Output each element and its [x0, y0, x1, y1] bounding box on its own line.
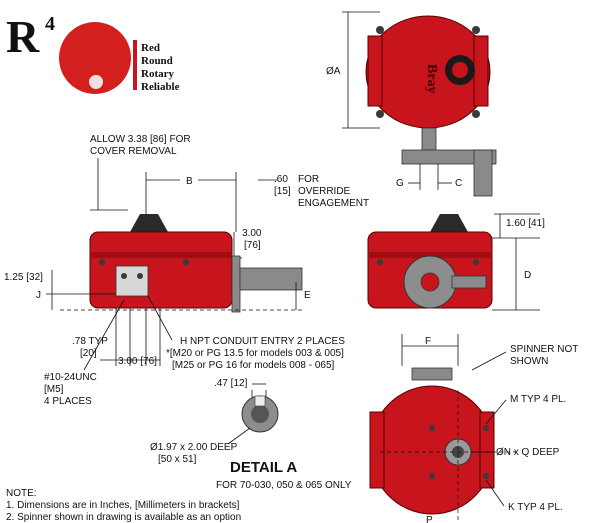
side-indicator-cap: [430, 214, 468, 232]
note-1: 1. Dimensions are in Inches, [Millimeter…: [6, 500, 240, 511]
dim-20-value: [20]: [80, 348, 97, 359]
notes: NOTE: 1. Dimensions are in Inches, [Mill…: [6, 488, 241, 523]
dim-125-label: 1.25 [32]: [4, 272, 43, 283]
logo-disc-dot: [89, 75, 103, 89]
allow-cover-text-2: COVER REMOVAL: [90, 146, 177, 157]
spinner-text-1: SPINNER NOT: [510, 344, 578, 355]
dim-b-label: B: [186, 176, 193, 187]
conduit-plate: [115, 265, 149, 297]
r4-logo: R 4 Red Round Rotary Reliable: [6, 11, 180, 94]
dim-j-label: J: [36, 290, 41, 301]
front-view: ALLOW 3.38 [86] FOR COVER REMOVAL B .60 …: [4, 134, 369, 407]
bottom-view: F SPINNER NOT SHOWN M TYP 4 PL. ØN x Q D…: [369, 334, 578, 523]
unc-text-2: [M5]: [44, 384, 64, 395]
allow-cover-text-1: ALLOW 3.38 [86] FOR: [90, 134, 191, 145]
note-2: 2. Spinner shown in drawing is available…: [6, 512, 241, 523]
notes-heading: NOTE:: [6, 488, 37, 499]
override-text-1: FOR: [298, 174, 319, 185]
tagline-rotary: Rotary: [141, 68, 174, 80]
logo-letter: R: [6, 11, 40, 62]
dim-300-bottom: 3.00 [76]: [118, 356, 157, 367]
spinner-text-2: SHOWN: [510, 356, 548, 367]
indicator-cap: [130, 214, 168, 232]
detail-a-subtitle: FOR 70-030, 050 & 065 ONLY: [216, 480, 352, 491]
n-q-deep-label: ØN x Q DEEP: [496, 447, 560, 458]
detail-a: .47 [12] Ø1.97 x 2.00 DEEP [50 x 51] DET…: [150, 378, 352, 491]
conduit-text-2: *[M20 or PG 13.5 for models 003 & 005]: [166, 348, 344, 359]
red-disc-logo: [59, 22, 131, 94]
unc-text-3: 4 PLACES: [44, 396, 92, 407]
dim-76-value: [76]: [244, 240, 261, 251]
spinner-stub: [411, 367, 453, 381]
dim-160-label: 1.60 [41]: [506, 218, 545, 229]
dim-e-label: E: [304, 290, 311, 301]
front-view-body: [89, 231, 233, 309]
dim-a-label: ØA: [326, 66, 341, 77]
side-view: 1.60 [41] D: [367, 213, 545, 311]
dim-300-value: 3.00: [242, 228, 262, 239]
override-shaft-flange: [231, 255, 241, 313]
dim-c-label: C: [455, 178, 462, 189]
tagline-red: Red: [141, 42, 160, 54]
override-shaft: [239, 267, 303, 291]
dim-g-label: G: [396, 178, 404, 189]
dim-78-typ: .78 TYP: [72, 336, 108, 347]
m-typ-label: M TYP 4 PL.: [510, 394, 566, 405]
k-typ-label: K TYP 4 PL.: [508, 502, 563, 513]
detail-a-title: DETAIL A: [230, 459, 297, 476]
handle-bar: [401, 149, 497, 165]
dim-d-label: D: [524, 270, 531, 281]
override-text-2: OVERRIDE: [298, 186, 351, 197]
logo-tagline-bar: [133, 40, 137, 90]
override-text-3: ENGAGEMENT: [298, 198, 369, 209]
bottom-view-body: [369, 385, 495, 515]
dim-f-label: F: [425, 336, 431, 347]
detail-bore-text-1: Ø1.97 x 2.00 DEEP: [150, 442, 238, 453]
detail-bore-text-2: [50 x 51]: [158, 454, 197, 465]
dim-15-value: [15]: [274, 186, 291, 197]
dim-p-label: P: [426, 515, 433, 523]
logo-superscript: 4: [45, 13, 55, 35]
unc-text-1: #10-24UNC: [44, 372, 97, 383]
conduit-text-3: [M25 or PG 16 for models 008 - 065]: [172, 360, 335, 371]
tagline-round: Round: [141, 55, 173, 67]
detail-47-label: .47 [12]: [214, 378, 248, 389]
nameplate-text: Bray: [424, 64, 439, 94]
tagline-reliable: Reliable: [141, 81, 180, 93]
dim-60-value: .60: [274, 174, 288, 185]
top-view: ØA Bray G C: [326, 11, 497, 197]
handle-grip: [473, 149, 493, 197]
conduit-text-1: H NPT CONDUIT ENTRY 2 PLACES: [180, 336, 345, 347]
